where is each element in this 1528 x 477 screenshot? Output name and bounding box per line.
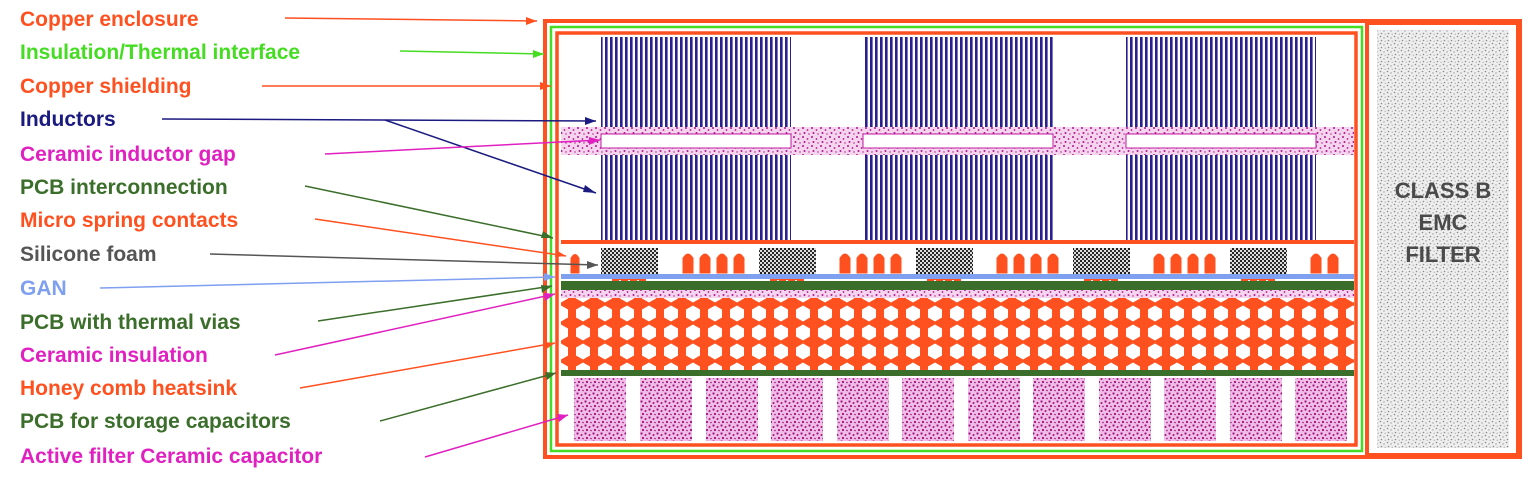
spring-contact [1012, 252, 1026, 275]
inductor-2-bottom [863, 155, 1053, 240]
label-gan: GAN [20, 277, 67, 300]
ceramic-capacitor [640, 378, 692, 441]
label-micro-spring-contacts: Micro spring contacts [20, 209, 238, 232]
inductor-2-top [863, 37, 1053, 127]
label-pcb-storage-capacitors: PCB for storage capacitors [20, 410, 291, 433]
inductor-gap-slots [600, 133, 1317, 149]
spring-contact [732, 252, 746, 275]
inductors-group [601, 37, 1316, 240]
arrow-inductors-1 [161, 118, 597, 122]
arrow-ceramic-gap [324, 139, 601, 155]
spring-contact [889, 252, 903, 275]
arrow-micro-spring [314, 218, 567, 257]
arrow-pcb-thermal [317, 285, 553, 322]
spring-contact [1309, 252, 1323, 275]
spring-contact [872, 252, 886, 275]
ceramic-capacitors-group [574, 378, 1347, 441]
arrow-honeycomb [299, 342, 556, 389]
arrow-silicone-foam [209, 253, 599, 266]
pcb-interconnection [561, 240, 1354, 244]
label-pcb-thermal-vias: PCB with thermal vias [20, 311, 241, 334]
ceramic-insulation [561, 290, 1354, 298]
label-inductors: Inductors [20, 108, 116, 131]
insulation-thermal-interface [549, 25, 1364, 453]
label-copper-shielding: Copper shielding [20, 75, 192, 98]
arrow-insulation [399, 50, 545, 55]
spring-contact [1326, 252, 1340, 275]
spring-contact [1186, 252, 1200, 275]
label-ceramic-inductor-gap: Ceramic inductor gap [20, 143, 236, 166]
label-pcb-interconnection: PCB interconnection [20, 176, 228, 199]
arrow-pcb-storage [379, 372, 557, 422]
spring-contact [698, 252, 712, 275]
silicone-foam-block [759, 248, 816, 274]
arrow-active-filter-cap [424, 414, 569, 458]
leader-arrows [99, 17, 601, 458]
silicone-foam-block [1230, 248, 1287, 274]
spring-contact [1152, 252, 1166, 275]
ceramic-capacitor [1230, 378, 1282, 441]
label-honeycomb-heatsink: Honey comb heatsink [20, 377, 237, 400]
emc-filter-line-2: EMC [1419, 210, 1468, 235]
spring-contact [995, 252, 1009, 275]
silicone-foam-block [916, 248, 973, 274]
spring-contact [1046, 252, 1060, 275]
emc-filter-fill [1377, 30, 1509, 448]
pcb-thermal-vias [561, 281, 1354, 290]
arrow-inductors-2 [384, 119, 597, 194]
label-ceramic-insulation: Ceramic insulation [20, 344, 208, 367]
inductor-3-bottom [1126, 155, 1316, 240]
label-active-filter-capacitor: Active filter Ceramic capacitor [20, 445, 322, 468]
ceramic-capacitor [1164, 378, 1216, 441]
ceramic-capacitor [574, 378, 626, 441]
ceramic-capacitor [902, 378, 954, 441]
honeycomb-heatsink [561, 298, 1354, 370]
ceramic-capacitor [771, 378, 823, 441]
spring-contact [715, 252, 729, 275]
arrow-ceramic-insulation [274, 293, 556, 356]
label-silicone-foam: Silicone foam [20, 243, 157, 266]
silicone-foam-block [1073, 248, 1130, 274]
label-copper-enclosure: Copper enclosure [20, 8, 199, 31]
labels-group: Copper enclosure Insulation/Thermal inte… [20, 8, 322, 468]
silicone-foam-block [601, 248, 658, 274]
ceramic-capacitor [968, 378, 1020, 441]
spring-contact [1169, 252, 1183, 275]
emc-filter-line-1: CLASS B [1395, 178, 1492, 203]
silicone-foam-group [601, 248, 1287, 274]
inductor-1-top [601, 37, 791, 127]
emc-filter-line-3: FILTER [1405, 242, 1480, 267]
arrow-pcb-interconnection [304, 185, 554, 239]
pcb-storage-capacitors [561, 370, 1354, 376]
label-insulation-thermal: Insulation/Thermal interface [20, 41, 300, 64]
ceramic-capacitor [837, 378, 889, 441]
gan-layer [561, 274, 1354, 279]
spring-contact [838, 252, 852, 275]
arrow-copper-enclosure [284, 17, 538, 22]
arrow-gan [99, 276, 556, 289]
ceramic-capacitor [706, 378, 758, 441]
spring-contact [1203, 252, 1217, 275]
inductor-1-bottom [601, 155, 791, 240]
spring-contact [1029, 252, 1043, 275]
inductor-3-top [1126, 37, 1316, 127]
ceramic-capacitor [1033, 378, 1085, 441]
spring-contact [681, 252, 695, 275]
ceramic-capacitor [1099, 378, 1151, 441]
ceramic-capacitor [1295, 378, 1347, 441]
spring-contact [855, 252, 869, 275]
